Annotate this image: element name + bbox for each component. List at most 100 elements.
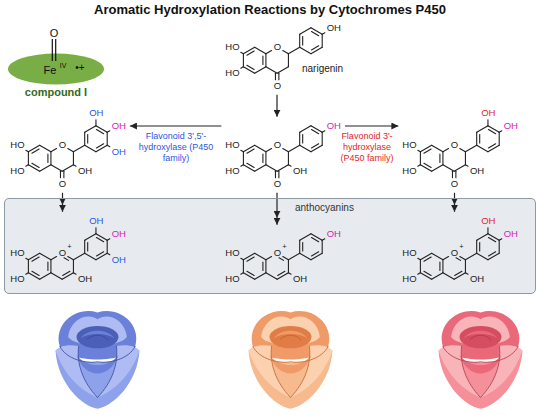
atom-label: OH bbox=[293, 274, 307, 284]
bond-line bbox=[255, 273, 266, 280]
atom-label: OH bbox=[470, 274, 484, 284]
band-heading: anthocyanins bbox=[295, 203, 354, 213]
bond-line bbox=[266, 260, 267, 273]
bond-line bbox=[499, 132, 500, 145]
bond-line bbox=[241, 258, 244, 260]
bond-line bbox=[32, 163, 39, 167]
bond-line bbox=[26, 258, 29, 260]
atom-label: OH bbox=[470, 166, 484, 176]
bond-line bbox=[311, 126, 322, 133]
bond-line bbox=[68, 148, 74, 151]
bond-line bbox=[29, 273, 40, 280]
bond-line bbox=[244, 47, 255, 54]
bond-line bbox=[97, 129, 104, 133]
bond-line bbox=[476, 132, 477, 145]
bond-line bbox=[322, 132, 323, 145]
bond-line bbox=[465, 152, 466, 165]
bond-line bbox=[87, 242, 88, 250]
atom-label: OH bbox=[504, 121, 518, 131]
bond-line bbox=[85, 234, 96, 241]
bond-line bbox=[477, 253, 488, 260]
atom-label: OH bbox=[89, 216, 103, 226]
bond-line bbox=[51, 148, 57, 151]
bond-line bbox=[243, 54, 244, 67]
bond-line bbox=[51, 273, 62, 280]
atom-label: OH bbox=[481, 108, 495, 118]
bond-line bbox=[420, 260, 421, 273]
bond-line bbox=[96, 145, 107, 152]
double-bond bbox=[52, 39, 53, 61]
bond-line bbox=[311, 234, 322, 241]
bond-line bbox=[32, 271, 39, 275]
bond-line bbox=[456, 258, 461, 261]
bond-line bbox=[421, 165, 432, 172]
atom-label: HO bbox=[225, 42, 239, 52]
bond-line bbox=[87, 134, 88, 142]
bond-line bbox=[84, 240, 85, 253]
bond-line bbox=[74, 273, 77, 275]
bond-line bbox=[443, 260, 444, 273]
bond-line bbox=[289, 253, 300, 260]
atom-label: OH bbox=[112, 255, 126, 265]
bond-line bbox=[32, 257, 39, 261]
bond-line bbox=[288, 260, 289, 273]
enzyme-label: Flavonoid 3'-hydroxylase (P450 family) bbox=[335, 131, 399, 163]
bond-line bbox=[283, 148, 289, 151]
atom-label: OH bbox=[78, 274, 92, 284]
bond-line bbox=[278, 273, 289, 280]
bond-line bbox=[247, 149, 254, 153]
bond-line bbox=[500, 131, 503, 133]
atom-label: O bbox=[274, 81, 281, 91]
bond-line bbox=[40, 165, 51, 172]
bond-line bbox=[28, 152, 29, 165]
bond-line bbox=[466, 165, 469, 167]
bond-line bbox=[275, 73, 276, 80]
bond-line bbox=[432, 145, 443, 152]
bond-line bbox=[97, 144, 104, 148]
bond-line bbox=[421, 253, 432, 260]
bond-line bbox=[418, 150, 421, 152]
bond-line bbox=[108, 145, 111, 147]
bond-line bbox=[289, 47, 300, 54]
atom-label: OH bbox=[78, 166, 92, 176]
bond-line bbox=[421, 273, 432, 280]
bond-line bbox=[322, 34, 323, 47]
bond-line bbox=[489, 129, 496, 133]
atom-label: HO bbox=[225, 166, 239, 176]
bond-line bbox=[452, 171, 453, 178]
bond-line bbox=[424, 149, 431, 153]
bond-line bbox=[288, 152, 289, 165]
orange-rose bbox=[249, 311, 333, 409]
bond-line bbox=[418, 258, 421, 260]
bond-line bbox=[263, 56, 264, 64]
bond-line bbox=[322, 240, 323, 253]
atom-label: HO bbox=[225, 68, 239, 78]
bond-line bbox=[51, 165, 62, 172]
bond-line bbox=[278, 271, 285, 275]
bond-line bbox=[85, 253, 96, 260]
atom-label: OH bbox=[481, 216, 495, 226]
bond-line bbox=[424, 257, 431, 261]
bond-line bbox=[489, 237, 496, 241]
atom-label: OH bbox=[112, 121, 126, 131]
bond-line bbox=[488, 234, 499, 241]
bond-line bbox=[266, 54, 267, 67]
reaction-arrow bbox=[345, 125, 398, 126]
blue-rose bbox=[56, 311, 140, 409]
bond-line bbox=[488, 120, 489, 126]
atom-label: HO bbox=[10, 274, 24, 284]
bond-line bbox=[300, 126, 311, 133]
bond-line bbox=[278, 165, 289, 172]
bond-line bbox=[488, 126, 499, 133]
bond-line bbox=[432, 165, 443, 172]
atom-label: O bbox=[274, 248, 281, 258]
atom-label: OH bbox=[112, 147, 126, 157]
atom-label: OH bbox=[327, 229, 341, 239]
bond-line bbox=[40, 145, 51, 152]
bond-line bbox=[26, 150, 29, 152]
figure-title: Aromatic Hydroxylation Reactions by Cyto… bbox=[0, 3, 540, 17]
bond-line bbox=[299, 240, 300, 253]
atom-label: O bbox=[451, 140, 458, 150]
bond-line bbox=[279, 171, 280, 178]
bond-line bbox=[279, 73, 280, 80]
